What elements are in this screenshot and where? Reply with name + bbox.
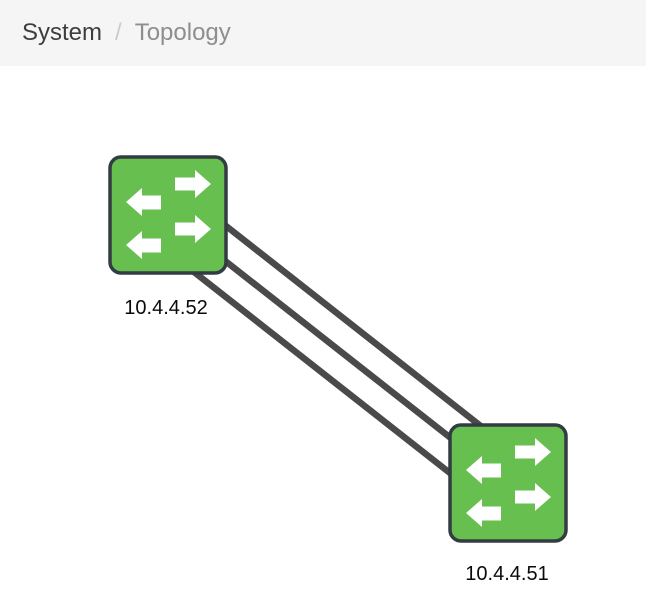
switch-icon xyxy=(448,423,568,543)
switch-node[interactable]: 10.4.4.51 xyxy=(448,423,568,585)
switch-icon xyxy=(108,155,228,275)
breadcrumb-separator: / xyxy=(115,19,122,46)
topology-canvas[interactable]: 10.4.4.52 10.4.4.51 xyxy=(0,66,646,614)
topology-link[interactable] xyxy=(183,191,528,464)
node-label: 10.4.4.52 xyxy=(124,297,207,319)
topology-link[interactable] xyxy=(148,235,493,508)
breadcrumb-item-system[interactable]: System xyxy=(22,19,103,46)
breadcrumb: System / Topology xyxy=(0,0,646,66)
node-label: 10.4.4.51 xyxy=(465,563,548,585)
switch-node[interactable]: 10.4.4.52 xyxy=(108,155,228,319)
breadcrumb-item-topology: Topology xyxy=(134,19,231,46)
